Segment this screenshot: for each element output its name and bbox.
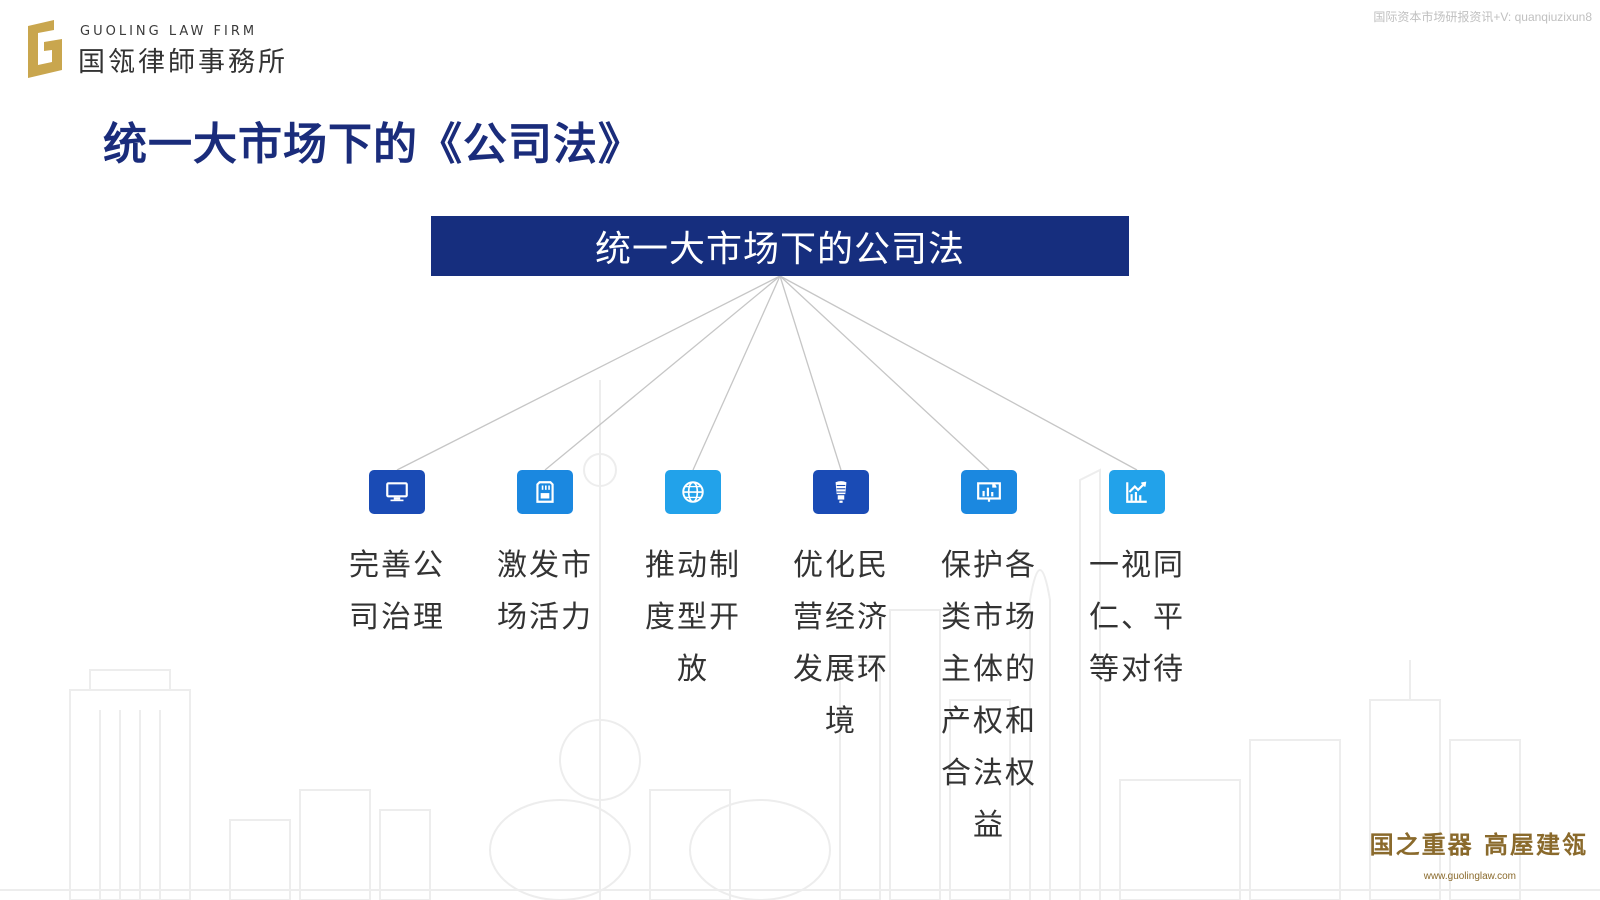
line-chart-icon (1109, 470, 1165, 514)
diagram-node-1: 完善公司治理 (342, 470, 452, 644)
footer-calligraphy-seal: 国之重器 高屋建瓴 (1369, 830, 1588, 859)
monitor-icon (369, 470, 425, 514)
footer-website[interactable]: www.guolinglaw.com (1423, 871, 1516, 882)
top-watermark: 国际资本市场研报资讯+V: quanqiuzixun8 (1373, 10, 1592, 24)
diagram-node-label: 优化民营经济发展环境 (793, 548, 889, 739)
logo-g-icon (28, 20, 62, 78)
diagram-node-label: 一视同仁、平等对待 (1089, 548, 1185, 687)
diagram-node-label: 推动制度型开放 (645, 548, 741, 687)
logo-english-name: GUOLING LAW FIRM (80, 24, 258, 39)
diagram-node-3: 推动制度型开放 (638, 470, 748, 696)
sd-card-icon (517, 470, 573, 514)
page-title: 统一大市场下的《公司法》 (103, 119, 643, 170)
diagram-node-label: 激发市场活力 (497, 548, 593, 635)
diagram-node-label: 完善公司治理 (349, 548, 445, 635)
presentation-chart-icon (961, 470, 1017, 514)
diagram-node-label: 保护各类市场主体的产权和合法权益 (941, 548, 1037, 843)
diagram-node-2: 激发市场活力 (490, 470, 600, 644)
diagram-node-5: 保护各类市场主体的产权和合法权益 (934, 470, 1044, 852)
logo-chinese-name: 国瓴律師事務所 (78, 47, 288, 78)
diagram-root-node: 统一大市场下的公司法 (431, 216, 1129, 276)
light-bulb-icon (813, 470, 869, 514)
diagram-node-6: 一视同仁、平等对待 (1082, 470, 1192, 696)
globe-icon (665, 470, 721, 514)
diagram-node-4: 优化民营经济发展环境 (786, 470, 896, 748)
